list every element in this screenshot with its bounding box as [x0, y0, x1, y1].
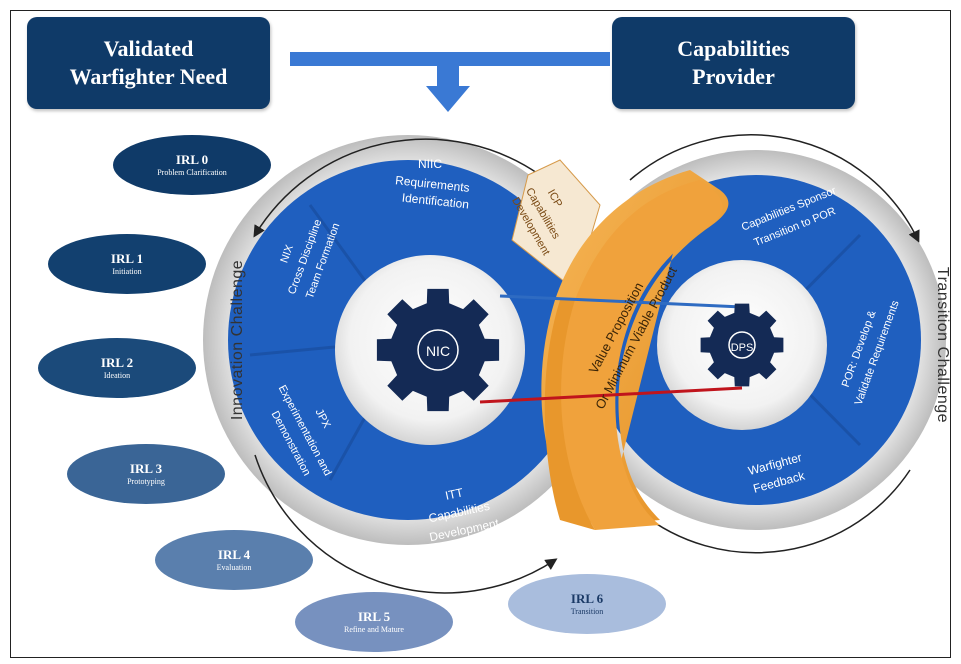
irl-3-subtitle: Prototyping: [127, 477, 165, 486]
gear-right-label: DPS: [731, 342, 754, 354]
irl-0-subtitle: Problem Clarification: [157, 168, 227, 177]
irl-2-title: IRL 2: [100, 355, 134, 370]
gear-link-blue: [499, 294, 743, 309]
irl-5-subtitle: Refine and Mature: [344, 625, 404, 634]
header-right-line1: Capabilities: [677, 36, 790, 61]
seg-itt-1: ITT: [444, 485, 465, 503]
irl-0-badge: IRL 0 Problem Clarification: [113, 135, 271, 195]
value-proposition-band: [541, 170, 729, 525]
dps-gear: [700, 303, 784, 387]
header-connector: [290, 52, 610, 112]
nic-gear-body: [376, 288, 500, 412]
irl-3-title: IRL 3: [129, 461, 163, 476]
dps-gear-body: [700, 303, 784, 387]
irl-6-title: IRL 6: [570, 591, 604, 606]
irl-0-title: IRL 0: [175, 152, 209, 167]
nic-gear: [376, 288, 500, 412]
validated-warfighter-need-box: Validated Warfighter Need: [27, 17, 270, 109]
gear-link-red: [479, 386, 743, 404]
transition-challenge-label: Transition Challenge: [934, 267, 951, 423]
irl-5-badge: IRL 5 Refine and Mature: [295, 592, 453, 652]
innovation-challenge-label: Innovation Challenge: [229, 260, 246, 420]
seg-niic-1: NIIC: [418, 157, 442, 171]
gear-left-label: NIC: [426, 343, 450, 359]
left-cycle-arrow-bottom: [254, 454, 558, 594]
irl-1-badge: IRL 1 Initiation: [48, 234, 206, 294]
nic-gear-hub: [417, 329, 459, 371]
value-band-main: [561, 180, 723, 530]
header-left-line2: Warfighter Need: [69, 64, 228, 89]
irl-4-subtitle: Evaluation: [216, 563, 252, 572]
irl-2-subtitle: Ideation: [103, 371, 131, 380]
capabilities-provider-box: Capabilities Provider: [612, 17, 855, 109]
header-left-line1: Validated: [103, 36, 194, 61]
irl-4-title: IRL 4: [217, 547, 251, 562]
right-cycle-arrow-bottom: [637, 469, 911, 554]
irl-6-subtitle: Transition: [570, 607, 604, 616]
left-cycle-arrow: [253, 138, 541, 238]
header-right-line2: Provider: [692, 64, 775, 89]
irl-2-badge: IRL 2 Ideation: [38, 338, 196, 398]
value-band-left: [544, 300, 595, 530]
dps-gear-hub: [728, 331, 756, 359]
irl-3-badge: IRL 3 Prototyping: [67, 444, 225, 504]
irl-1-subtitle: Initiation: [112, 267, 142, 276]
irl-1-title: IRL 1: [110, 251, 144, 266]
diagram-frame: [10, 10, 951, 658]
irl-6-badge: IRL 6 Transition: [508, 574, 666, 634]
irl-4-badge: IRL 4 Evaluation: [155, 530, 313, 590]
right-cycle-arrow: [629, 134, 920, 243]
irl-5-title: IRL 5: [357, 609, 391, 624]
